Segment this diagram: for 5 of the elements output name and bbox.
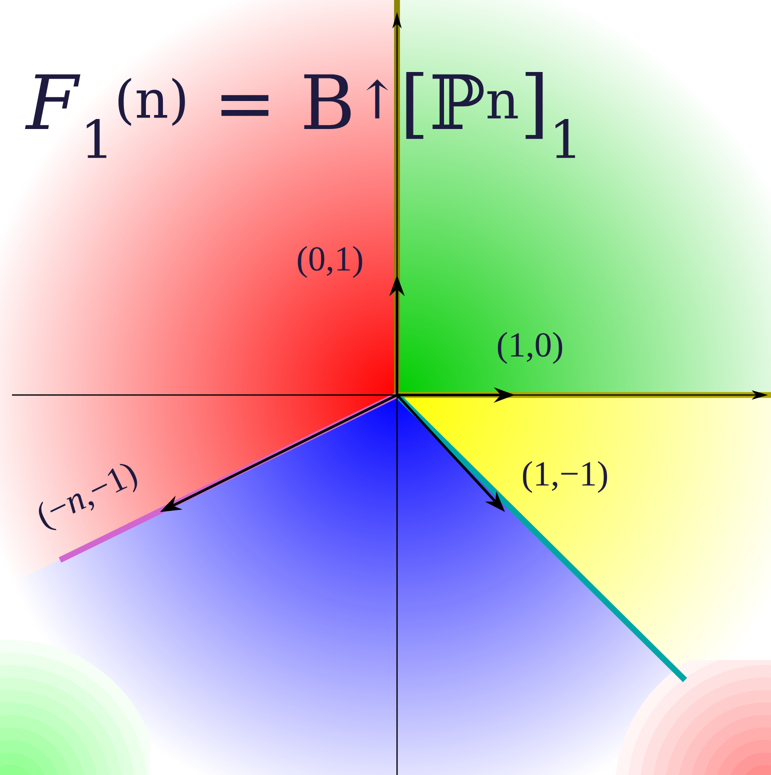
vector-label: (1,0): [498, 332, 562, 364]
vector-label: (−n,−1): [38, 464, 138, 530]
formula-title: F$_{1}$$^{(n)}$ = B$^{↑}$[ℙ$^{n}$]$_{1}$: [25, 72, 576, 158]
vector-label: (0,1): [298, 246, 362, 278]
vector-label: (1,−1): [522, 461, 608, 493]
